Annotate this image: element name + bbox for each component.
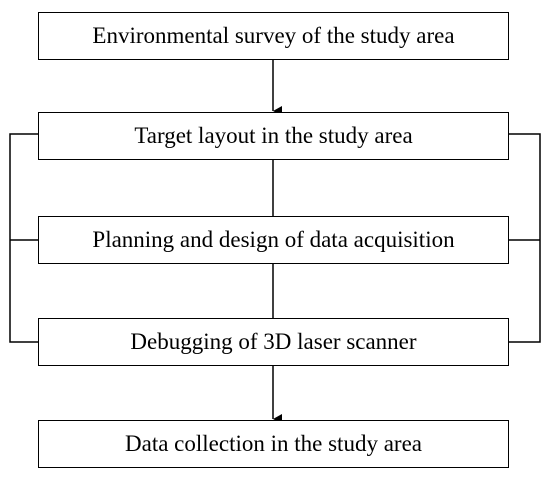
step-label: Target layout in the study area <box>134 123 413 148</box>
step-label: Debugging of 3D laser scanner <box>130 329 417 354</box>
step-label: Planning and design of data acquisition <box>92 227 455 252</box>
left-bracket-connector <box>9 133 38 343</box>
step-box-data-collection: Data collection in the study area <box>38 420 509 468</box>
step-box-debugging-scanner: Debugging of 3D laser scanner <box>38 318 509 366</box>
step-box-planning-design: Planning and design of data acquisition <box>38 216 509 264</box>
right-bracket-connector <box>509 133 541 343</box>
step-box-environmental-survey: Environmental survey of the study area <box>38 12 509 60</box>
step-label: Environmental survey of the study area <box>92 23 455 48</box>
step-label: Data collection in the study area <box>125 431 422 456</box>
step-box-target-layout: Target layout in the study area <box>38 112 509 160</box>
